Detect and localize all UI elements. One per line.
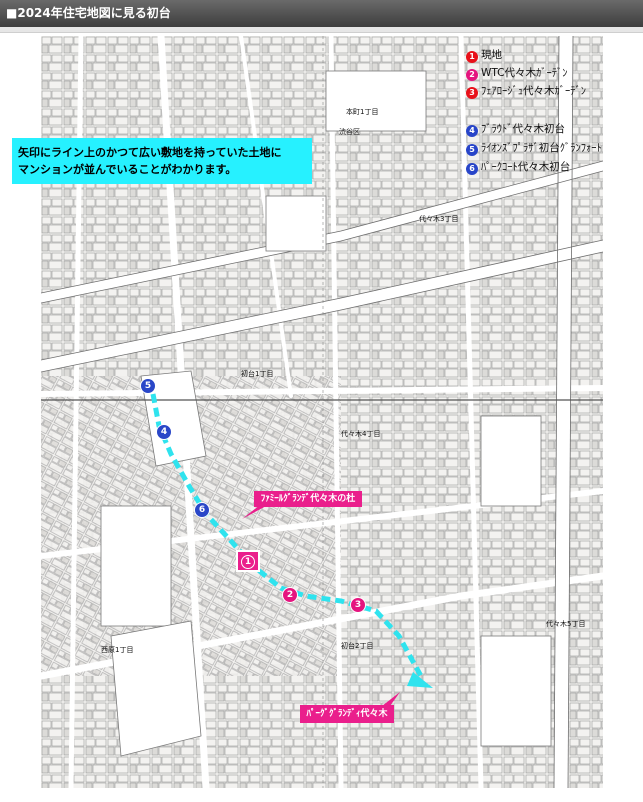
marker-6: 6 — [194, 502, 210, 518]
marker-5: 5 — [140, 378, 156, 394]
marker-1-number: 1 — [241, 555, 255, 569]
marker-1: 1 — [236, 550, 260, 572]
label-yoyogi4: 代々木4丁目 — [341, 429, 380, 438]
legend-label: 現地 — [481, 49, 502, 61]
label-nishihara: 西原1丁目 — [101, 646, 133, 654]
route-arrowhead — [407, 672, 433, 688]
legend-number-badge: 1 — [466, 51, 478, 63]
marker-4: 4 — [156, 424, 172, 440]
map-large-parcels — [100, 70, 552, 757]
label-yoyogi3: 代々木3丁目 — [419, 214, 458, 223]
route-arrow — [150, 393, 424, 678]
caption-line-2: マンションが並んでいることがわかります。 — [18, 163, 237, 176]
legend-label: ﾌｪｱﾛｰｼﾞｭ代々木ｶﾞｰﾃﾞﾝ — [481, 85, 586, 97]
label-honmachi: 本町1丁目 — [346, 107, 378, 116]
callout-b-pointer — [382, 692, 400, 706]
caption-line-1: 矢印にライン上のかつて広い敷地を持っていた土地に — [18, 146, 282, 159]
callout-famille-grande: ﾌｧﾐｰﾙｸﾞﾗﾝﾃﾞ代々木の杜 — [254, 491, 362, 507]
legend-label: ﾌﾞﾗｳﾄﾞ代々木初台 — [481, 123, 565, 135]
legend-number-badge: 2 — [466, 69, 478, 81]
legend-number-badge: 5 — [466, 144, 478, 156]
marker-2: 2 — [282, 587, 298, 603]
legend-label: ﾊﾟｰｸｺｰﾄ代々木初台 — [481, 161, 571, 173]
header-divider — [0, 27, 643, 33]
callout-a-pointer — [242, 505, 268, 519]
legend-label: ﾗｲｵﾝｽﾞﾌﾟﾗｻﾞ初台ｸﾞﾗﾝﾌｫｰﾄ — [481, 142, 602, 154]
legend-number-badge: 3 — [466, 87, 478, 99]
label-hatsudai2: 初台2丁目 — [341, 641, 373, 650]
legend-number-badge: 6 — [466, 163, 478, 175]
label-yoyogi5: 代々木5丁目 — [546, 619, 585, 628]
marker-3: 3 — [350, 597, 366, 613]
label-hatsudai1: 初台1丁目 — [241, 369, 273, 378]
legend-number-badge: 4 — [466, 125, 478, 137]
page-title: ■2024年住宅地図に見る初台 — [0, 0, 643, 27]
map-caption: 矢印にライン上のかつて広い敷地を持っていた土地に マンションが並んでいることがわ… — [12, 138, 312, 184]
map-road-edges — [41, 36, 603, 788]
callout-park-grandy: ﾊﾟｰｸﾞｸﾞﾗﾝﾃﾞｨ代々木 — [300, 705, 394, 723]
label-shibuya: 渋谷区 — [339, 127, 360, 136]
legend-label: WTC代々木ｶﾞｰﾃﾞﾝ — [481, 67, 568, 79]
